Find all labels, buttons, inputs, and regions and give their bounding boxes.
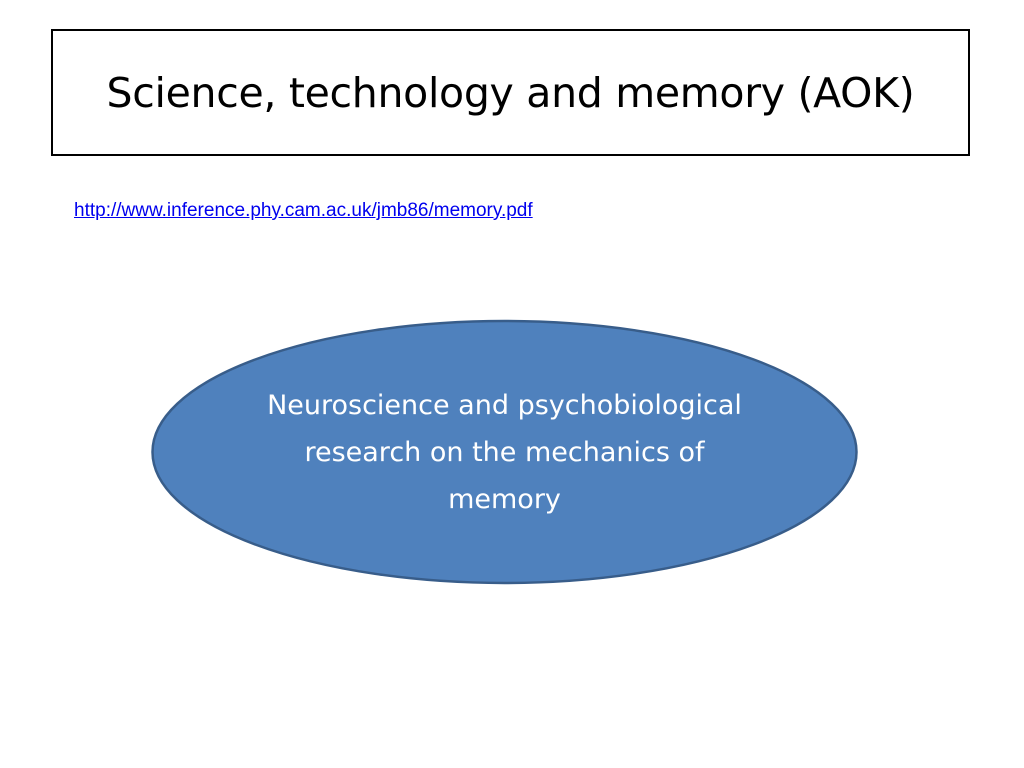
concept-ellipse: Neuroscience and psychobiological resear… <box>150 318 859 586</box>
title-box: Science, technology and memory (AOK) <box>51 29 970 156</box>
memory-pdf-link[interactable]: http://www.inference.phy.cam.ac.uk/jmb86… <box>74 200 533 221</box>
ellipse-text: Neuroscience and psychobiological resear… <box>267 389 742 515</box>
ellipse-shape <box>151 319 858 585</box>
slide-title: Science, technology and memory (AOK) <box>106 68 915 117</box>
